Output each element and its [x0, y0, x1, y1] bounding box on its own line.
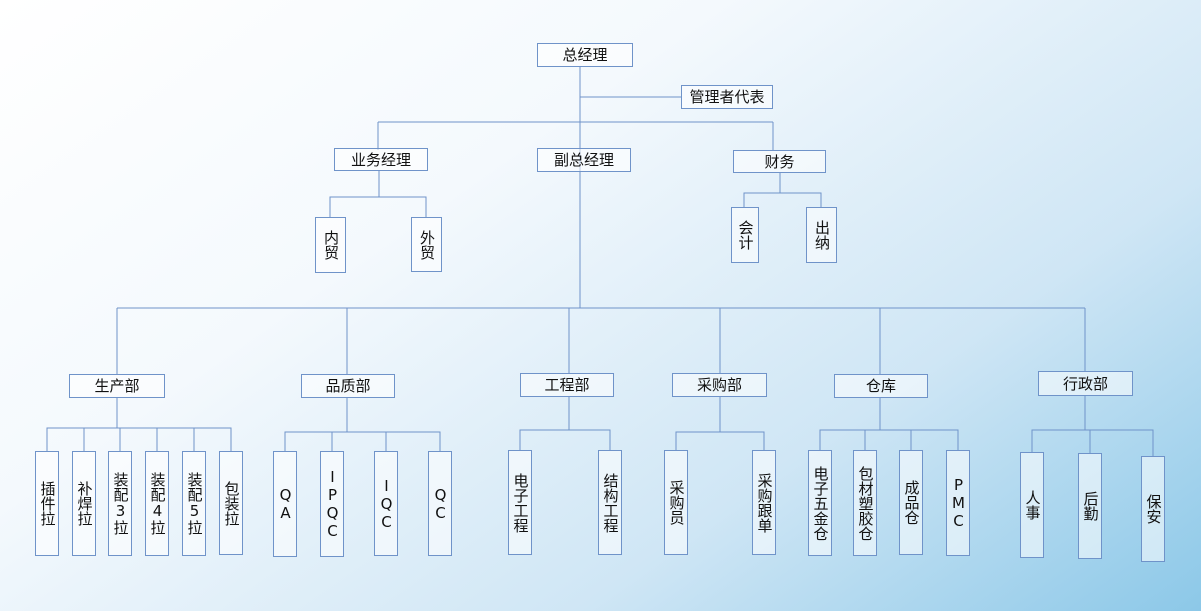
node-general-manager: 总经理 [537, 43, 633, 67]
node-vice-general-manager: 副总经理 [537, 148, 631, 172]
node-finished-goods-warehouse: 成品仓 [899, 450, 923, 555]
node-structural-engineering: 结构工程 [598, 450, 622, 555]
node-packing-line: 包装拉 [219, 451, 243, 555]
node-foreign-trade: 外贸 [411, 217, 442, 272]
node-logistics: 后勤 [1078, 453, 1102, 559]
node-engineering-dept: 工程部 [520, 373, 614, 397]
node-purchase-follow-up: 采购跟单 [752, 450, 776, 555]
node-assembly-line-5: 装配5拉 [182, 451, 206, 556]
node-insertion-line: 插件拉 [35, 451, 59, 556]
node-domestic-trade: 内贸 [315, 217, 346, 273]
node-ipqc: IPQC [320, 451, 344, 557]
node-electronic-hardware-warehouse: 电子五金仓 [808, 450, 832, 556]
node-repair-soldering-line: 补焊拉 [72, 451, 96, 556]
node-finance: 财务 [733, 150, 826, 173]
node-iqc: IQC [374, 451, 398, 556]
node-admin-dept: 行政部 [1038, 371, 1133, 396]
node-packaging-plastic-warehouse: 包材塑胶仓 [853, 450, 877, 556]
node-management-rep: 管理者代表 [681, 85, 773, 109]
node-pmc: PMC [946, 450, 970, 556]
node-assembly-line-3: 装配3拉 [108, 451, 132, 556]
node-assembly-line-4: 装配4拉 [145, 451, 169, 556]
node-sales-manager: 业务经理 [334, 148, 428, 171]
node-qa: QA [273, 451, 297, 557]
node-accounting: 会计 [731, 207, 759, 263]
node-quality-dept: 品质部 [301, 374, 395, 398]
node-buyer: 采购员 [664, 450, 688, 555]
node-security: 保安 [1141, 456, 1165, 562]
node-qc: QC [428, 451, 452, 556]
node-electronic-engineering: 电子工程 [508, 450, 532, 555]
node-hr: 人事 [1020, 452, 1044, 558]
node-purchasing-dept: 采购部 [672, 373, 767, 397]
node-warehouse: 仓库 [834, 374, 928, 398]
node-production-dept: 生产部 [69, 374, 165, 398]
node-cashier: 出纳 [806, 207, 837, 263]
